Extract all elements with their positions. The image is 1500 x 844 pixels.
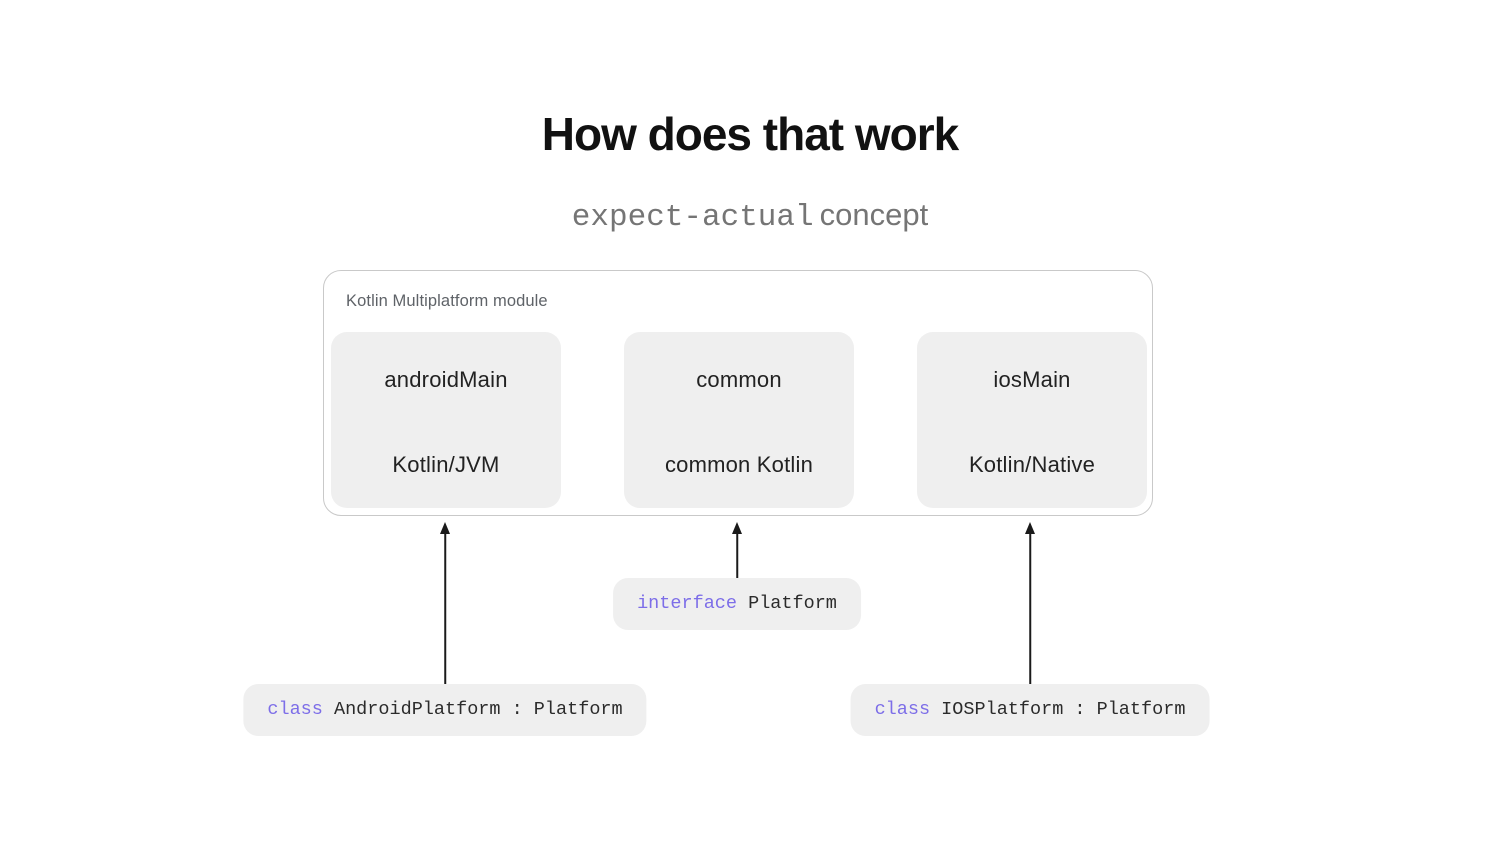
arrowhead-icon (440, 522, 450, 534)
source-set-iosmain: iosMain Kotlin/Native (917, 332, 1147, 508)
source-set-name: androidMain (384, 367, 508, 392)
source-set-language: common Kotlin (664, 452, 814, 477)
arrow-up-common-icon (731, 522, 743, 578)
code-keyword: class (267, 699, 323, 720)
source-set-language: Kotlin/Native (968, 452, 1096, 477)
arrow-line (1029, 531, 1031, 684)
arrow-line (736, 531, 738, 578)
arrow-up-ios-icon (1024, 522, 1036, 684)
arrow-up-android-icon (439, 522, 451, 684)
source-set-common: common common Kotlin (624, 332, 854, 508)
source-set-name: common (696, 367, 782, 392)
subtitle-plain-text: concept (819, 197, 929, 232)
source-set-androidmain: androidMain Kotlin/JVM (331, 332, 561, 508)
code-keyword: class (874, 699, 931, 720)
kmp-module-label: Kotlin Multiplatform module (346, 292, 548, 310)
slide-title: How does that work (541, 108, 959, 160)
code-keyword: interface (637, 593, 737, 614)
subtitle-code-term: expect-actual (571, 200, 814, 235)
source-set-language: Kotlin/JVM (392, 452, 500, 477)
code-declaration: AndroidPlatform : Platform (333, 699, 623, 720)
source-set-name: iosMain (993, 367, 1071, 392)
arrow-line (444, 531, 446, 684)
code-chip-interface-platform: interface Platform (613, 578, 861, 630)
code-chip-android-platform: class AndroidPlatform : Platform (243, 684, 647, 736)
arrowhead-icon (732, 522, 742, 534)
code-chip-ios-platform: class IOSPlatform : Platform (850, 684, 1210, 736)
code-declaration: IOSPlatform : Platform (941, 699, 1186, 720)
code-declaration: Platform (748, 593, 837, 614)
kmp-module-container: Kotlin Multiplatform module androidMain … (323, 270, 1153, 516)
arrowhead-icon (1025, 522, 1035, 534)
